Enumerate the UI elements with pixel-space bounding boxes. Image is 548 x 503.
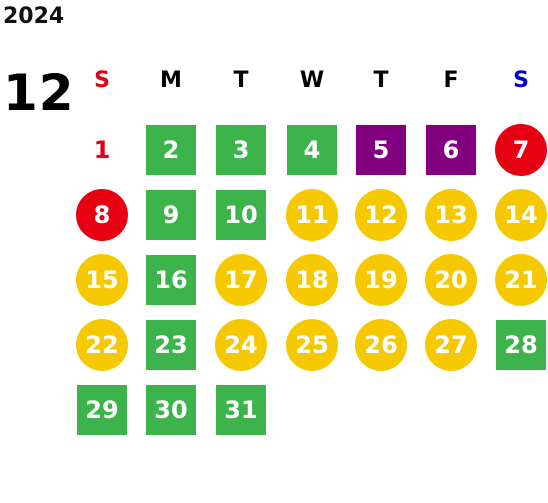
day-16[interactable]: 16 [146,255,196,305]
day-2[interactable]: 2 [146,125,196,175]
day-12[interactable]: 12 [355,189,407,241]
weekday-3: W [299,68,325,93]
day-27[interactable]: 27 [425,319,477,371]
day-20[interactable]: 20 [425,254,477,306]
day-3[interactable]: 3 [216,125,266,175]
weekday-2: T [233,68,249,93]
day-10[interactable]: 10 [216,190,266,240]
day-6[interactable]: 6 [426,125,476,175]
day-4[interactable]: 4 [287,125,337,175]
day-30[interactable]: 30 [146,385,196,435]
day-19[interactable]: 19 [355,254,407,306]
day-26[interactable]: 26 [355,319,407,371]
weekday-6: S [513,68,529,93]
day-29[interactable]: 29 [77,385,127,435]
day-17[interactable]: 17 [215,254,267,306]
weekday-5: F [443,68,459,93]
year-label: 2024 [3,4,65,29]
day-7[interactable]: 7 [495,124,547,176]
day-13[interactable]: 13 [425,189,477,241]
day-15[interactable]: 15 [76,254,128,306]
day-24[interactable]: 24 [215,319,267,371]
day-9[interactable]: 9 [146,190,196,240]
weekday-4: T [373,68,389,93]
day-28[interactable]: 28 [496,320,546,370]
day-31[interactable]: 31 [216,385,266,435]
day-21[interactable]: 21 [495,254,547,306]
day-5[interactable]: 5 [356,125,406,175]
day-14[interactable]: 14 [495,189,547,241]
day-25[interactable]: 25 [286,319,338,371]
weekday-1: M [160,68,182,93]
day-1[interactable]: 1 [93,136,111,164]
weekday-0: S [94,68,110,93]
month-label: 12 [3,64,75,122]
day-8[interactable]: 8 [76,189,128,241]
day-22[interactable]: 22 [76,319,128,371]
day-23[interactable]: 23 [146,320,196,370]
day-18[interactable]: 18 [286,254,338,306]
day-11[interactable]: 11 [286,189,338,241]
